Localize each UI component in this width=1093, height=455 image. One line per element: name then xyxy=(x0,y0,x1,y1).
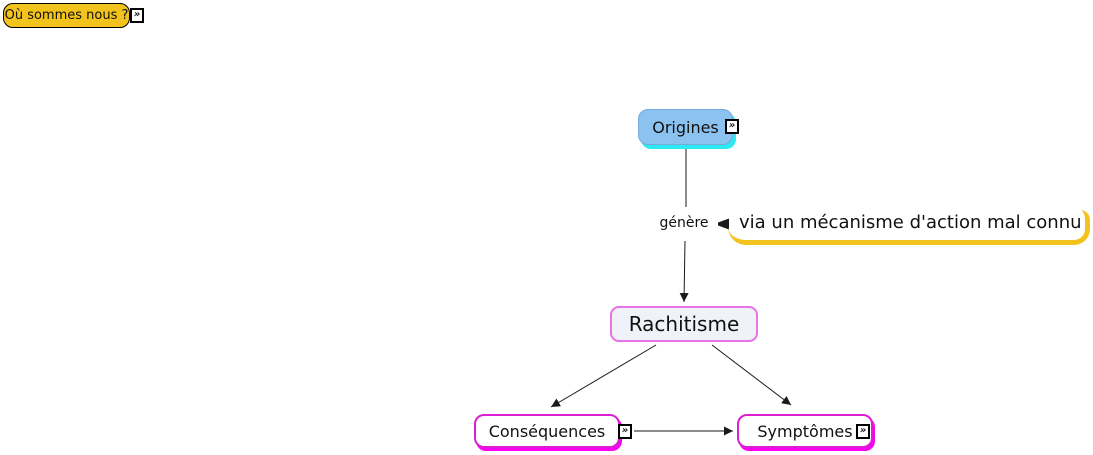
expand-arrows-icon[interactable]: » xyxy=(618,424,632,439)
node-consequences[interactable]: Conséquences xyxy=(474,414,620,448)
node-symptomes-label: Symptômes xyxy=(757,421,853,441)
node-consequences-label: Conséquences xyxy=(488,421,606,441)
arrow-rachitisme-symptomes xyxy=(711,344,792,406)
arrow-genere-rachitisme xyxy=(679,240,689,303)
node-rachitisme-label: Rachitisme xyxy=(628,312,740,336)
node-rachitisme[interactable]: Rachitisme xyxy=(610,306,758,342)
node-ou-sommes-nous-label: Où sommes nous ? xyxy=(4,8,129,23)
arrow-rachitisme-consequences xyxy=(550,344,657,408)
link-label-genere[interactable]: génère xyxy=(650,215,718,231)
expand-arrows-icon[interactable]: » xyxy=(130,8,144,23)
node-origines-label: Origines xyxy=(652,117,719,137)
node-origines[interactable]: Origines xyxy=(638,109,733,145)
expand-arrows-icon[interactable]: » xyxy=(856,424,870,439)
annotation-mechanism[interactable]: via un mécanisme d'action mal connu xyxy=(739,212,1082,233)
annotation-underline xyxy=(728,210,1090,245)
node-ou-sommes-nous[interactable]: Où sommes nous ? xyxy=(3,3,130,28)
expand-arrows-icon[interactable]: » xyxy=(725,119,739,134)
node-symptomes[interactable]: Symptômes xyxy=(737,414,873,448)
